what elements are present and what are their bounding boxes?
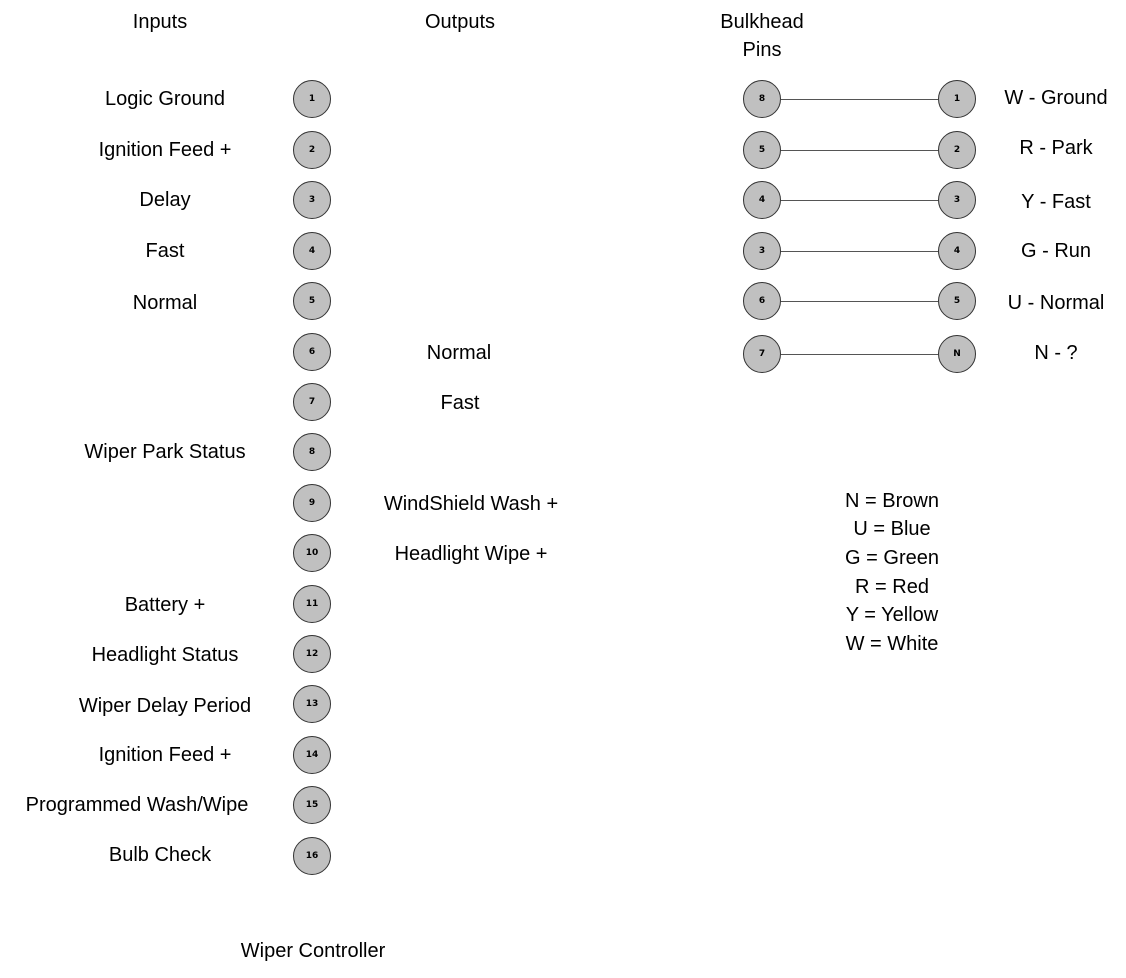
bulkhead-pin-left: 4 [743,181,781,219]
input-label: Normal [132,292,198,314]
controller-pin: 16 [293,837,331,875]
input-label: Logic Ground [104,88,226,110]
controller-pin: 12 [293,635,331,673]
bulkhead-pin-left: 3 [743,232,781,270]
inputs-header: Inputs [132,11,188,33]
bulkhead-pin-right: 2 [938,131,976,169]
controller-pin: 2 [293,131,331,169]
controller-pin: 11 [293,585,331,623]
wire [781,301,938,302]
output-label: WindShield Wash + [383,493,559,515]
bulkhead-pin-right: 5 [938,282,976,320]
legend-entry: Y = Yellow [845,604,939,626]
bulkhead-pin-left: 6 [743,282,781,320]
wire-label: W - Ground [1004,87,1108,109]
legend-entry: N = Brown [845,490,939,512]
legend-entry: W = White [845,633,939,655]
bulkhead-pin-left: 7 [743,335,781,373]
input-label: Headlight Status [91,644,239,666]
input-label: Ignition Feed + [98,744,232,766]
input-label: Programmed Wash/Wipe [25,794,249,816]
legend-entry: R = Red [855,576,929,598]
bulkhead-pin-right: 4 [938,232,976,270]
wire [781,150,938,151]
controller-pin: 6 [293,333,331,371]
wire [781,99,938,100]
bulkhead-pin-right: 1 [938,80,976,118]
bulkhead-pin-right: N [938,335,976,373]
controller-pin: 15 [293,786,331,824]
input-label: Delay [139,189,191,211]
bulkhead-pin-right: 3 [938,181,976,219]
bulkhead-header-pins: Pins [742,39,782,61]
legend-entry: U = Blue [853,518,931,540]
outputs-header: Outputs [424,11,496,33]
controller-pin: 9 [293,484,331,522]
output-label: Headlight Wipe + [394,543,548,565]
output-label: Normal [426,342,492,364]
input-label: Battery + [124,594,206,616]
bulkhead-pin-left: 5 [743,131,781,169]
wire-label: N - ? [1034,342,1078,364]
output-label: Fast [440,392,480,414]
wire [781,354,938,355]
bulkhead-header: Bulkhead [720,11,804,33]
wire [781,200,938,201]
controller-pin: 8 [293,433,331,471]
input-label: Ignition Feed + [98,139,232,161]
controller-pin: 1 [293,80,331,118]
wire-label: R - Park [1019,137,1093,159]
wire-label: U - Normal [1007,292,1105,314]
controller-pin: 4 [293,232,331,270]
input-label: Bulb Check [108,844,212,866]
controller-pin: 7 [293,383,331,421]
controller-pin: 14 [293,736,331,774]
input-label: Fast [145,240,185,262]
controller-pin: 13 [293,685,331,723]
bulkhead-pin-left: 8 [743,80,781,118]
controller-pin: 5 [293,282,331,320]
wire [781,251,938,252]
wire-label: G - Run [1020,240,1092,262]
legend-entry: G = Green [845,547,939,569]
wire-label: Y - Fast [1021,191,1091,213]
controller-pin: 10 [293,534,331,572]
controller-title: Wiper Controller [240,940,386,962]
input-label: Wiper Park Status [84,441,246,463]
input-label: Wiper Delay Period [78,695,252,717]
controller-pin: 3 [293,181,331,219]
